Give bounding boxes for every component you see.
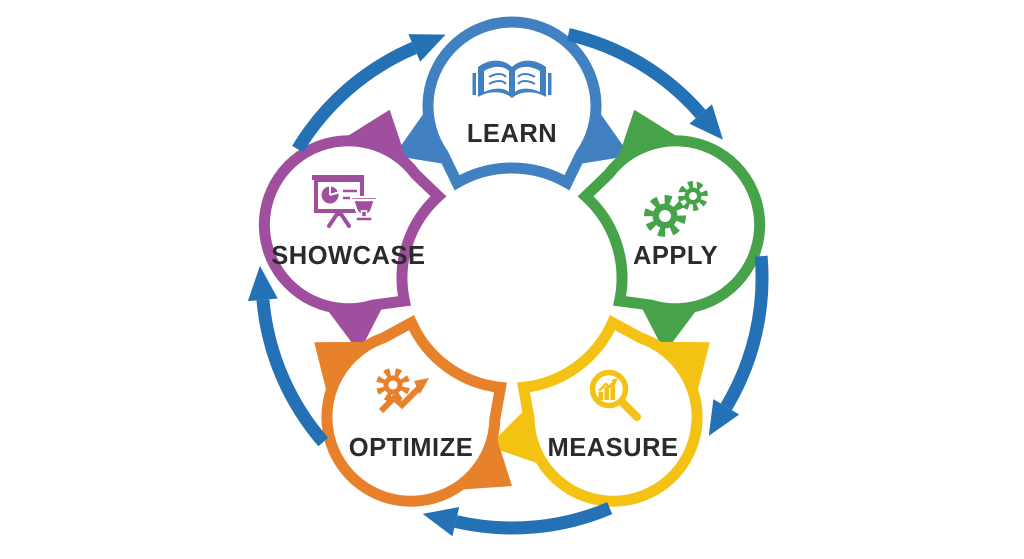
optimize-label: OPTIMIZE <box>349 434 473 462</box>
apply-label: APPLY <box>633 242 718 270</box>
arrowhead-icon <box>708 399 740 436</box>
open-book-icon <box>472 60 552 98</box>
board-top-bar <box>312 175 364 180</box>
growth-arrowhead <box>414 378 429 394</box>
segment-bubbles <box>258 16 766 507</box>
measure-bubble <box>517 315 703 507</box>
learn-bubble <box>422 16 602 191</box>
arrowhead-icon <box>422 507 460 537</box>
learn-label: LEARN <box>467 120 557 148</box>
book-left-page <box>484 66 509 92</box>
arrow-optimize-to-showcase <box>247 265 329 447</box>
book-right-edge <box>548 73 552 95</box>
segment-labels: LEARN APPLY MEASURE OPTIMIZE SHOWCASE <box>271 120 718 462</box>
pie-slice-lines <box>329 185 339 196</box>
mini-bar-chart <box>598 378 618 400</box>
arrow-apply-to-measure <box>708 255 769 436</box>
arrow-measure-to-optimize <box>422 502 613 537</box>
arrowhead-icon <box>689 104 723 140</box>
growth-zigzag <box>378 385 422 414</box>
arrow-showcase-to-learn <box>292 34 446 153</box>
presentation-board-trophy-icon <box>312 175 378 228</box>
big-gear <box>644 195 686 237</box>
showcase-bubble <box>258 135 447 315</box>
magnifier-bar-chart-icon <box>589 369 641 421</box>
magnifier-handle <box>617 397 641 421</box>
book-right-page <box>515 66 540 92</box>
book-left-edge <box>472 73 476 95</box>
measure-label: MEASURE <box>547 434 678 462</box>
arrow-learn-to-apply <box>566 28 723 140</box>
trophy <box>350 196 378 222</box>
optimize-bubble <box>321 315 507 507</box>
book-page-lines <box>488 73 536 85</box>
cycle-arrows <box>247 28 769 537</box>
showcase-label: SHOWCASE <box>271 242 425 270</box>
arrowhead-icon <box>408 34 446 62</box>
arrowhead-icon <box>247 265 278 302</box>
